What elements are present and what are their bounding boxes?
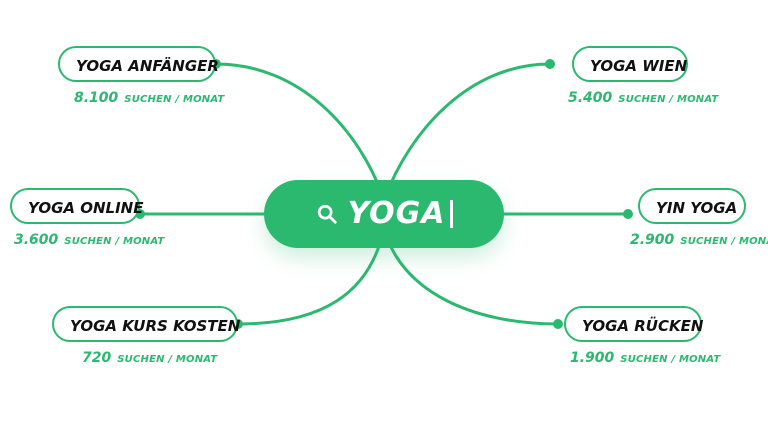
keyword-pill: YOGA KURS KOSTEN (52, 306, 240, 342)
search-volume: 5.400 SUCHEN / MONAT (568, 90, 718, 106)
connector-dot-yoga-ruecken (553, 319, 563, 329)
keyword-pill: YOGA ANFÄNGER (58, 46, 219, 82)
keyword-node-yoga-ruecken: YOGA RÜCKEN 1.900 SUCHEN / MONAT (564, 306, 720, 366)
search-volume: 8.100 SUCHEN / MONAT (58, 90, 224, 106)
search-volume-unit: SUCHEN / MONAT (680, 236, 768, 247)
keyword-node-yoga-anfaenger: YOGA ANFÄNGER 8.100 SUCHEN / MONAT (58, 46, 224, 106)
search-volume-number: 1.900 (570, 350, 615, 366)
search-volume: 1.900 SUCHEN / MONAT (570, 350, 720, 366)
keyword-node-yoga-online: YOGA ONLINE 3.600 SUCHEN / MONAT (10, 188, 164, 248)
search-icon (317, 204, 337, 224)
keyword-pill: YOGA ONLINE (10, 188, 143, 224)
connector-yoga-kurs-kosten (236, 226, 386, 326)
connector-yoga-ruecken (382, 226, 560, 326)
connector-yoga-wien (382, 62, 552, 202)
search-volume-unit: SUCHEN / MONAT (117, 354, 218, 365)
keyword-pill: YOGA WIEN (572, 46, 688, 82)
search-volume: 2.900 SUCHEN / MONAT (630, 232, 768, 248)
search-volume-number: 2.900 (630, 232, 675, 248)
keyword-pill: YIN YOGA (638, 188, 746, 224)
search-volume-number: 720 (82, 350, 112, 366)
search-volume: 720 SUCHEN / MONAT (52, 350, 238, 366)
connector-yoga-anfaenger (214, 62, 386, 202)
text-cursor (449, 200, 453, 228)
search-term: YOGA (347, 196, 446, 231)
search-volume-unit: SUCHEN / MONAT (620, 354, 721, 365)
search-volume-unit: SUCHEN / MONAT (64, 236, 165, 247)
keyword-node-yin-yoga: YIN YOGA 2.900 SUCHEN / MONAT (630, 188, 768, 248)
search-volume-number: 5.400 (568, 90, 613, 106)
central-search-bar[interactable]: YOGA (264, 180, 504, 248)
connector-dot-yoga-wien (545, 59, 555, 69)
keyword-pill: YOGA RÜCKEN (564, 306, 703, 342)
keyword-node-yoga-wien: YOGA WIEN 5.400 SUCHEN / MONAT (568, 46, 718, 106)
search-volume: 3.600 SUCHEN / MONAT (10, 232, 164, 248)
search-volume-unit: SUCHEN / MONAT (124, 94, 225, 105)
search-volume-number: 8.100 (74, 90, 119, 106)
keyword-node-yoga-kurs-kosten: YOGA KURS KOSTEN 720 SUCHEN / MONAT (52, 306, 240, 366)
connector-dot-yin-yoga (623, 209, 633, 219)
search-volume-unit: SUCHEN / MONAT (618, 94, 719, 105)
search-volume-number: 3.600 (14, 232, 59, 248)
